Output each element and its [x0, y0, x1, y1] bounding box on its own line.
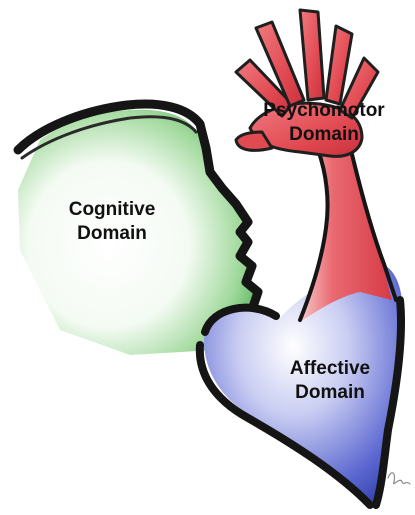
artist-signature	[388, 473, 410, 484]
finger-3	[300, 10, 324, 100]
affective-label-line2: Domain	[262, 381, 398, 405]
psychomotor-domain-label: Psychomotor Domain	[246, 99, 402, 147]
cognitive-label-line1: Cognitive	[46, 198, 178, 222]
affective-domain-label: Affective Domain	[262, 357, 398, 405]
cognitive-label-line2: Domain	[46, 222, 178, 246]
psychomotor-label-line1: Psychomotor	[246, 99, 402, 123]
cognitive-domain-label: Cognitive Domain	[46, 198, 178, 246]
arm-shape	[300, 148, 392, 322]
affective-label-line1: Affective	[262, 357, 398, 381]
psychomotor-label-line2: Domain	[246, 123, 402, 147]
